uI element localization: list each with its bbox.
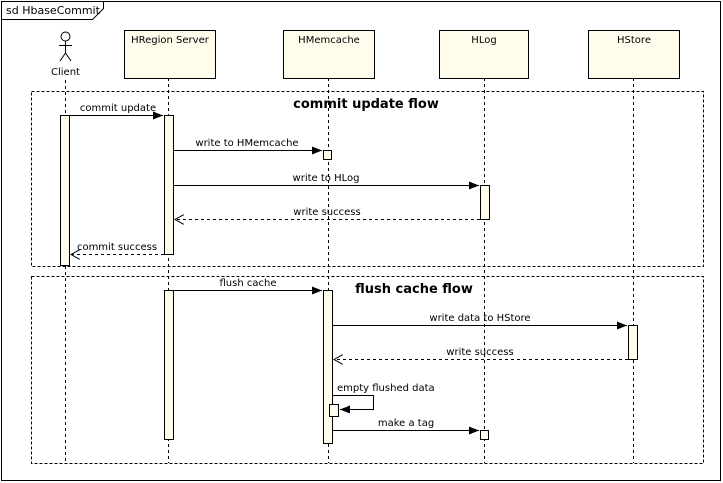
client-actor-icon bbox=[59, 31, 72, 62]
message-write-hmemcache-label: write to HMemcache bbox=[195, 138, 298, 149]
frame-title-tab bbox=[1, 1, 104, 20]
activation-hstore-write bbox=[628, 325, 638, 360]
hlog-box bbox=[439, 30, 529, 79]
activation-hregion-commit bbox=[164, 115, 174, 255]
message-write-hlog-label: write to HLog bbox=[293, 173, 360, 184]
hmemcache-label: HMemcache bbox=[298, 35, 360, 46]
message-flush-cache-label: flush cache bbox=[220, 278, 277, 289]
activation-hlog-tag bbox=[480, 430, 489, 440]
activation-hmemcache-self bbox=[329, 404, 339, 417]
message-write-hstore-label: write data to HStore bbox=[429, 313, 530, 324]
fragment-commit-flow bbox=[31, 91, 704, 267]
hmemcache-box bbox=[283, 30, 375, 79]
fragment-flush-flow bbox=[31, 276, 704, 464]
fragment-flush-title: flush cache flow bbox=[355, 282, 473, 297]
hstore-label: HStore bbox=[617, 35, 651, 46]
activation-hmemcache-write bbox=[323, 150, 332, 160]
client-actor-label: Client bbox=[51, 67, 80, 78]
message-empty-flushed-label: empty flushed data bbox=[337, 383, 435, 394]
message-commit-success-label: commit success bbox=[77, 242, 157, 253]
message-commit-update-label: commit update bbox=[80, 103, 156, 114]
activation-client bbox=[60, 115, 70, 266]
activation-hmemcache-flush bbox=[323, 290, 333, 444]
frame-title: sd HbaseCommit bbox=[6, 4, 101, 17]
activation-hregion-flush bbox=[164, 290, 174, 440]
activation-hlog-write bbox=[480, 185, 490, 220]
fragment-commit-title: commit update flow bbox=[293, 97, 439, 112]
hlog-label: HLog bbox=[471, 35, 496, 46]
hstore-box bbox=[588, 30, 680, 79]
message-empty-flushed-arrow bbox=[333, 395, 374, 414]
message-write-success-1-label: write success bbox=[293, 207, 360, 218]
message-write-success-2-label: write success bbox=[446, 347, 513, 358]
hregion-server-label: HRegion Server bbox=[131, 35, 210, 46]
hregion-server-box bbox=[124, 30, 216, 79]
message-make-tag-label: make a tag bbox=[378, 418, 434, 429]
